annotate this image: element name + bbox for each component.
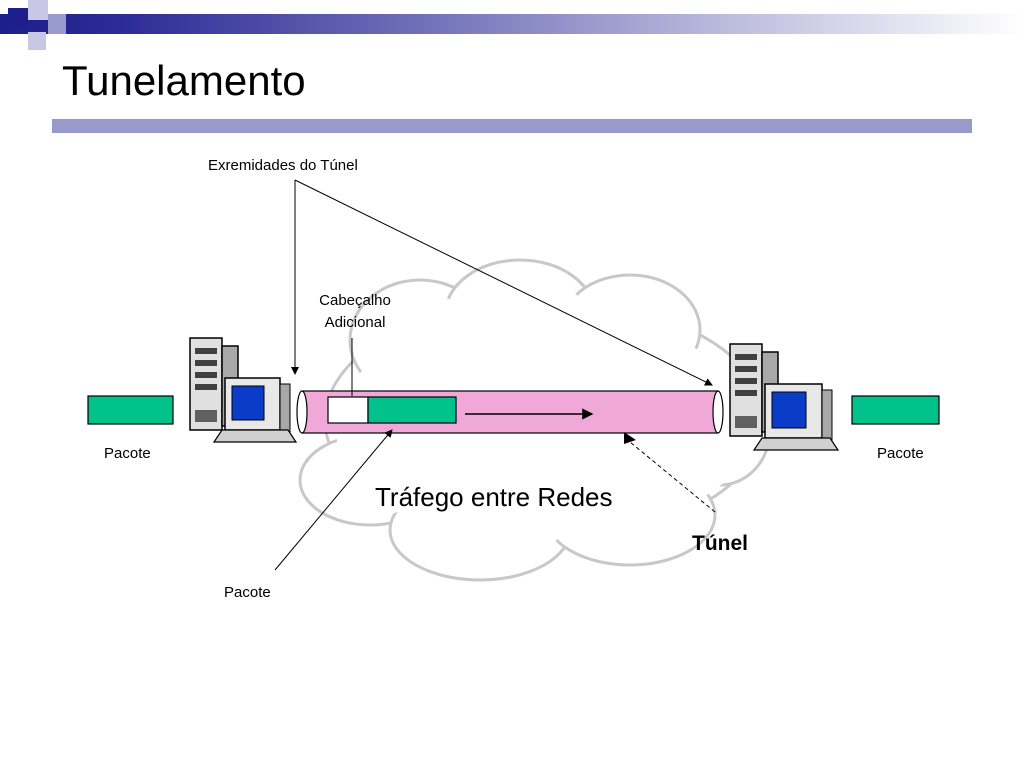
header-square-light-2	[28, 32, 46, 50]
label-pacote-bottom: Pacote	[224, 584, 271, 601]
label-tunel: Túnel	[692, 532, 748, 555]
packet-pointer-line	[274, 429, 393, 571]
label-trafego: Tráfego entre Redes	[375, 482, 613, 512]
right-packet-block	[851, 395, 940, 425]
header-square-light-3	[48, 14, 66, 34]
right-monitor-screen	[771, 391, 807, 429]
label-extremidades: Exremidades do Túnel	[208, 157, 358, 174]
tunnel-pointer-line	[629, 441, 716, 513]
tunnel-pointer-head	[624, 432, 636, 444]
header-gradient-bar	[0, 14, 1024, 34]
title-rule	[52, 119, 972, 133]
label-cabecalho-line1: Cabeçalho	[319, 292, 391, 309]
slide-title: Tunelamento	[62, 57, 306, 104]
label-pacote-right: Pacote	[877, 445, 924, 462]
tunnel-right-end	[712, 390, 724, 434]
endpoint-pointer-right	[294, 179, 713, 386]
tunnel-left-end	[296, 390, 308, 434]
right-computer	[729, 343, 840, 451]
left-computer	[189, 337, 298, 443]
left-packet-block	[87, 395, 174, 425]
tunnel-packet-block	[367, 396, 457, 424]
left-monitor-screen	[231, 385, 265, 421]
header-square-light	[28, 0, 48, 20]
header-square-dark	[8, 8, 28, 28]
label-pacote-left: Pacote	[104, 445, 151, 462]
label-cabecalho-line2: Adicional	[325, 314, 386, 331]
additional-header-block	[327, 396, 369, 424]
